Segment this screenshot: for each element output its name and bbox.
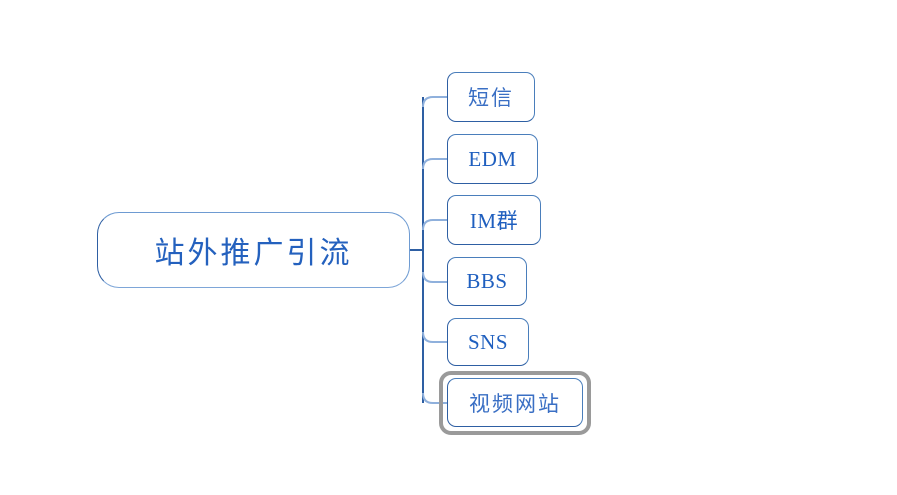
connector-branch-3: [422, 219, 447, 231]
connector-branch-1: [422, 96, 447, 108]
connector-branch-5: [422, 331, 447, 343]
child-node-label: SNS: [467, 329, 509, 354]
child-node-im-group[interactable]: IM群: [447, 195, 541, 245]
selection-frame: [439, 371, 591, 435]
child-node-video-sites[interactable]: 视频网站: [447, 378, 583, 427]
child-node-label: EDM: [468, 146, 517, 171]
child-node-label: BBS: [466, 269, 508, 293]
connector-branch-2: [422, 158, 447, 170]
connector-branch-4: [422, 271, 447, 283]
child-node-label: 短信: [468, 86, 514, 110]
child-node-label: IM群: [469, 209, 519, 233]
child-node-label: 视频网站: [469, 391, 561, 416]
root-node-label: 站外推广引流: [154, 237, 353, 270]
child-node-sns[interactable]: SNS: [447, 318, 529, 366]
root-node[interactable]: 站外推广引流: [97, 212, 410, 288]
child-node-edm[interactable]: EDM: [447, 134, 538, 184]
child-node-bbs[interactable]: BBS: [447, 257, 527, 306]
child-node-sms[interactable]: 短信: [447, 72, 535, 122]
